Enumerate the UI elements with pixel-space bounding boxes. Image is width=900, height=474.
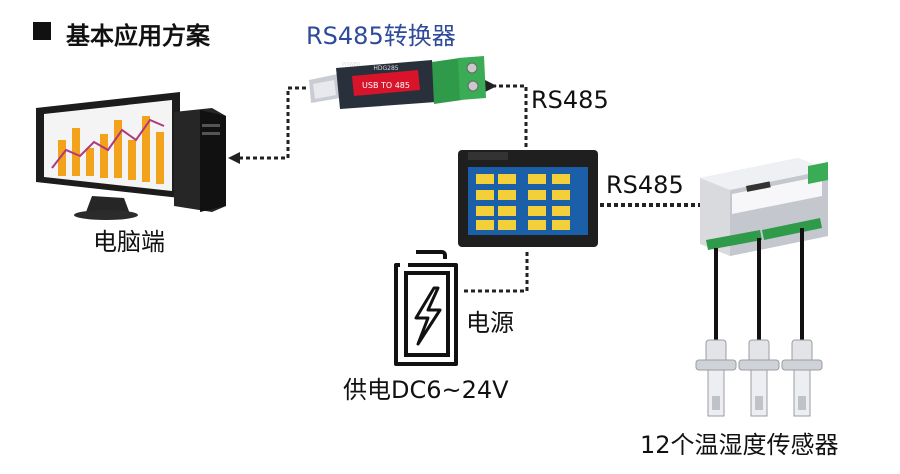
- usb-band-text: USB TO 485: [362, 81, 410, 90]
- module-terminals-icon: [706, 218, 822, 250]
- power-to-hmi-line: [462, 252, 529, 293]
- power-label: 电源: [466, 309, 514, 337]
- lightning-bolt-icon: [414, 286, 442, 346]
- rs485-label-right: RS485: [606, 171, 684, 199]
- battery-power-icon: [394, 250, 458, 366]
- sensor-probe-icon-3: [781, 339, 823, 417]
- sensor-probe-icon-1: [695, 339, 737, 417]
- arrow-left-icon: [228, 152, 240, 164]
- title-bullet-icon: [33, 22, 51, 40]
- supply-voltage-label: 供电DC6~24V: [343, 376, 509, 404]
- usb-converter-icon: USB TO 485 HDG285 POWER: [309, 56, 486, 109]
- usb-to-pc-line: [240, 86, 306, 160]
- converter-title: RS485转换器: [306, 22, 456, 50]
- sensor-cables: [714, 228, 804, 356]
- computer-label: 电脑端: [93, 228, 165, 256]
- usb-power-text: POWER: [342, 62, 361, 68]
- arrow-right-icon: [485, 80, 497, 92]
- rs485-label-top: RS485: [531, 86, 609, 114]
- sensors-label: 12个温湿度传感器: [640, 431, 839, 459]
- connection-lines: [240, 84, 705, 293]
- sensor-probe-icon-2: [738, 339, 780, 417]
- converter-to-hmi-line: [485, 84, 528, 152]
- computer-icon: [36, 92, 226, 220]
- page-title: 基本应用方案: [66, 22, 210, 50]
- hmi-screen-icon: [458, 150, 598, 247]
- acquisition-module-icon: [700, 158, 828, 256]
- usb-model-text: HDG285: [373, 65, 398, 72]
- monitor-chart-icon: [51, 116, 165, 184]
- arrow-heads: [228, 80, 497, 164]
